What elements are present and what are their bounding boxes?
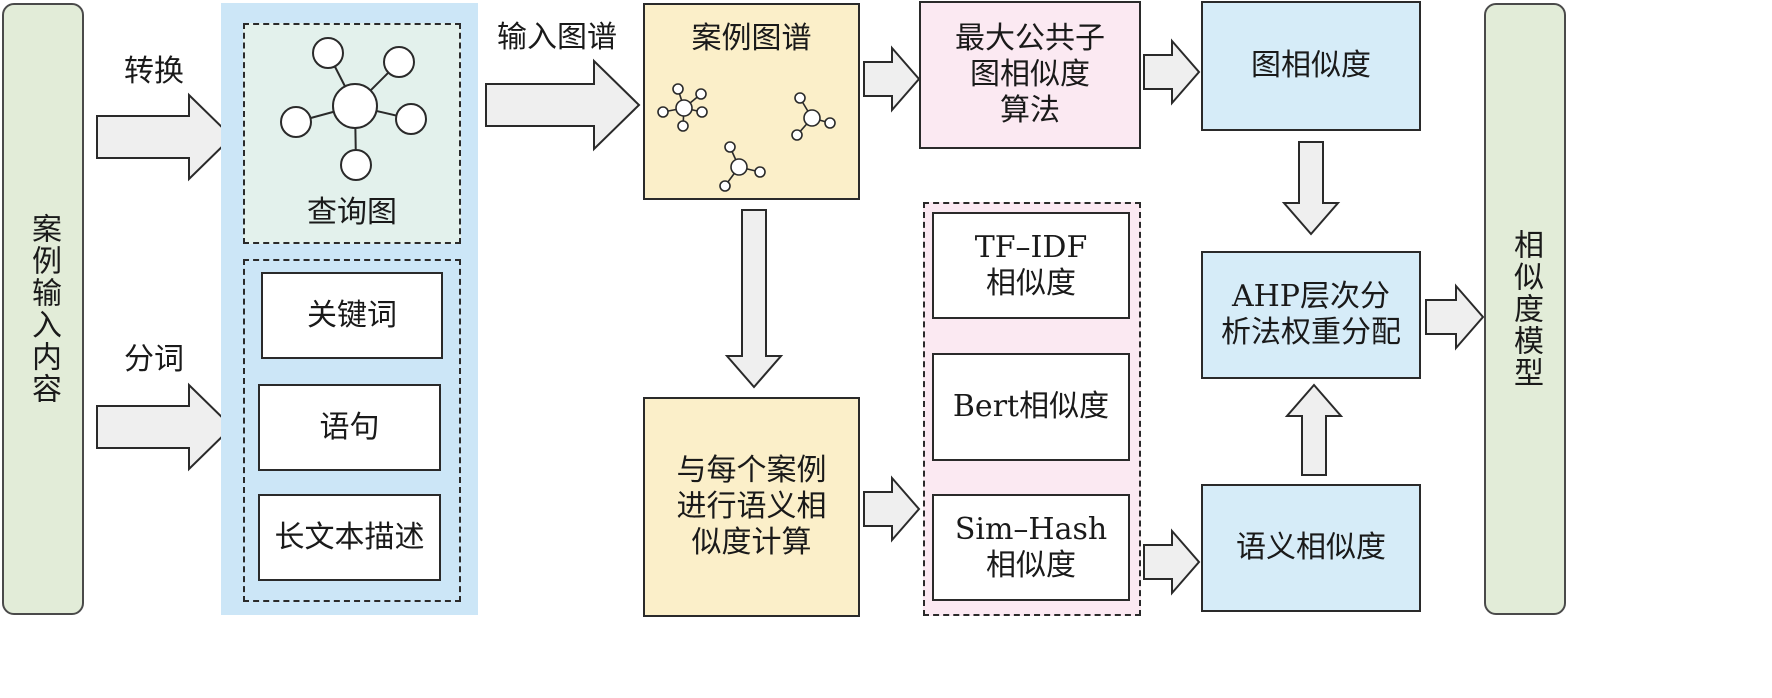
keyword-box: 关键词 [261, 272, 443, 359]
bert-similarity-box: Bert相似度 [932, 353, 1130, 461]
ahp-weight-box: AHP层次分 析法权重分配 [1201, 251, 1421, 379]
similarity-model-label: 相似度模型 [1508, 229, 1543, 389]
graph-similarity-box: 图相似度 [1201, 1, 1421, 131]
case-to-semantic-arrow [724, 209, 784, 389]
methods-to-semantic-sim-arrow [1143, 528, 1201, 596]
graph-cluster-icon [657, 83, 836, 192]
input-graph-label: 输入图谱 [497, 20, 617, 55]
simhash-similarity-box: Sim–Hash 相似度 [932, 494, 1130, 601]
query-graph-box: 查询图 [243, 23, 461, 244]
transform-label: 转换 [124, 54, 184, 89]
case-graph-box: 案例图谱 [643, 3, 860, 200]
graph-sim-to-ahp-arrow [1281, 141, 1341, 236]
input-content-bar: 案例输入内容 [2, 3, 84, 615]
case-to-mcs-arrow [863, 45, 921, 113]
network-icon [280, 37, 427, 181]
semantic-similarity-box: 语义相似度 [1201, 484, 1421, 612]
mcs-algorithm-box: 最大公共子 图相似度 算法 [919, 1, 1141, 149]
case-graph-label: 案例图谱 [691, 21, 812, 56]
semantic-sim-to-ahp-arrow [1284, 383, 1344, 476]
ahp-to-model-arrow [1425, 283, 1485, 351]
tfidf-similarity-box: TF–IDF 相似度 [932, 212, 1130, 319]
input-graph-arrow [485, 58, 641, 152]
text-features-group [243, 259, 461, 602]
semantic-calc-box: 与每个案例 进行语义相 似度计算 [643, 397, 860, 617]
long-text-box: 长文本描述 [258, 494, 441, 581]
similarity-model-bar: 相似度模型 [1484, 3, 1566, 615]
sentence-box: 语句 [258, 384, 441, 471]
segment-arrow [96, 382, 234, 472]
input-content-label: 案例输入内容 [26, 213, 61, 405]
segment-label: 分词 [124, 342, 184, 377]
transform-arrow [96, 92, 234, 182]
mcs-to-graph-sim-arrow [1143, 38, 1201, 106]
query-graph-label: 查询图 [307, 195, 397, 230]
semantic-to-methods-arrow [863, 475, 921, 543]
